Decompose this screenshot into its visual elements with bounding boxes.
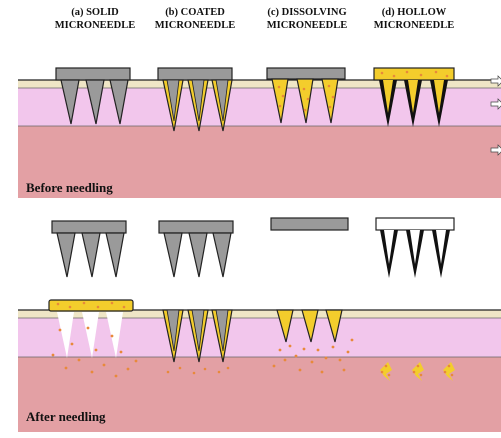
title-dissolving-line2: MICRONEEDLE bbox=[267, 20, 348, 31]
title-dissolving-line1: (c) DISSOLVING bbox=[267, 7, 346, 18]
epidermis-after bbox=[18, 318, 501, 357]
solid-needle-removed bbox=[51, 220, 127, 278]
stratum-corneum-after bbox=[18, 310, 501, 318]
coated-needle-removed bbox=[158, 220, 234, 278]
dermis-before bbox=[18, 126, 501, 198]
hollow-needle-removed bbox=[375, 217, 455, 278]
coated-after-skin bbox=[162, 309, 233, 375]
dissolving-backing-removed bbox=[270, 217, 349, 231]
title-hollow-line1: (d) HOLLOW bbox=[382, 7, 447, 18]
coated-needle-before bbox=[157, 67, 233, 132]
title-coated-line2: MICRONEEDLE bbox=[155, 20, 236, 31]
title-hollow-line2: MICRONEEDLE bbox=[374, 20, 455, 31]
caption-before: Before needling bbox=[26, 180, 113, 195]
title-coated-line1: (b) COATED bbox=[165, 7, 225, 18]
hollow-needle-before bbox=[373, 67, 455, 127]
hollow-after-skin bbox=[380, 362, 455, 381]
skin-after: After needling bbox=[18, 309, 501, 432]
stratum-corneum-before bbox=[18, 80, 501, 88]
solid-needle-before bbox=[55, 67, 131, 125]
dissolving-needle-before bbox=[266, 67, 346, 124]
dissolving-after-skin bbox=[272, 309, 354, 374]
title-solid-line1: (a) SOLID bbox=[71, 7, 119, 18]
drug-patch bbox=[48, 299, 134, 312]
title-solid-line2: MICRONEEDLE bbox=[55, 20, 136, 31]
solid-after-skin bbox=[48, 299, 138, 378]
caption-after: After needling bbox=[26, 409, 106, 424]
